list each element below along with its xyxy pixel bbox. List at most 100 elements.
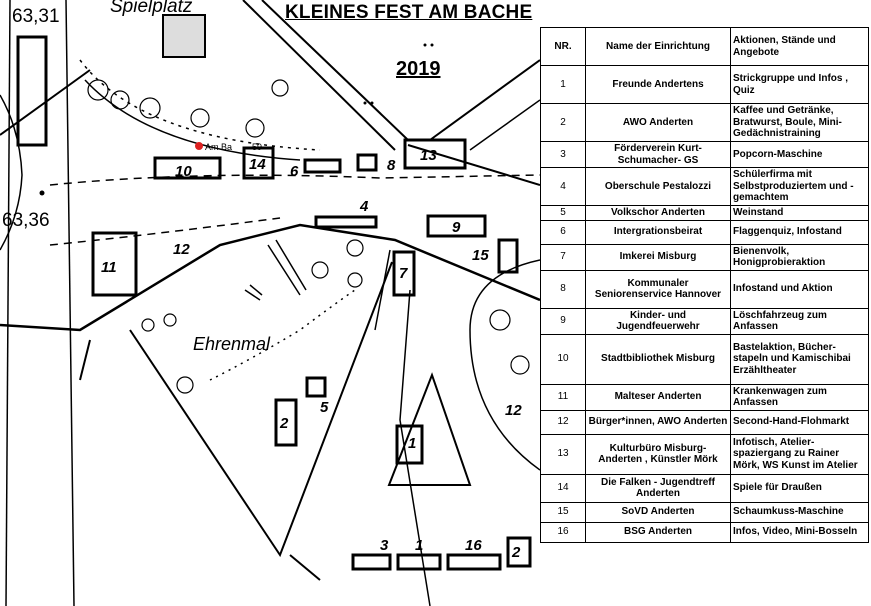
stand-box-5 [305, 376, 327, 398]
row-nr: 7 [540, 243, 586, 271]
playground-sandbox [162, 14, 206, 58]
row-actions: Infotisch, Atelier-spaziergang zu Rainer… [730, 433, 869, 475]
row-nr: 14 [540, 473, 586, 503]
stand-box-16 [446, 553, 502, 571]
row-actions: Popcorn-Maschine [730, 141, 869, 168]
stand-box-7 [392, 250, 416, 297]
page-year: 2019 [396, 58, 441, 80]
stand-number: 9 [452, 219, 461, 236]
stand-box-6 [303, 158, 342, 174]
stand-box-11 [91, 231, 138, 297]
label-spielplatz: Spielplatz [110, 0, 193, 17]
header-nr: NR. [540, 27, 586, 66]
row-name: AWO Anderten [585, 103, 731, 142]
stands-table: NR. Name der Einrichtung Aktionen, Ständ… [540, 27, 869, 543]
stand-number: 2 [511, 544, 521, 561]
stand-number: 1 [415, 537, 423, 554]
spot-height-1: 63,31 [12, 6, 60, 27]
row-name: Kommunaler Seniorenservice Hannover [585, 269, 731, 309]
site-map: 63,31 63,36 Spielplatz Ehrenmal Am Ba 5 9… [0, 0, 540, 606]
pin-label: Am Ba [205, 142, 232, 152]
row-actions: Kaffee und Getränke, Bratwurst, Boule, M… [730, 103, 869, 142]
row-nr: 15 [540, 501, 586, 523]
row-name: Kulturbüro Misburg-Anderten , Künstler M… [585, 433, 731, 475]
stand-number: 8 [387, 157, 396, 174]
stand-number: 16 [465, 537, 482, 554]
stand-box-15 [497, 238, 519, 274]
label-ehrenmal: Ehrenmal [193, 334, 271, 354]
stand-number: 14 [249, 156, 266, 173]
stand-box-13 [403, 138, 467, 170]
stand-number: 11 [101, 259, 117, 276]
header-actions: Aktionen, Stände und Angebote [730, 27, 869, 66]
row-name: Intergrationsbeirat [585, 219, 731, 245]
row-name: Die Falken - Jugendtreff Anderten [585, 473, 731, 503]
row-nr: 8 [540, 269, 586, 309]
row-name: Bürger*innen, AWO Anderten [585, 409, 731, 435]
stand-box-9 [426, 214, 487, 238]
row-nr: 1 [540, 65, 586, 104]
stand-box-2a [274, 398, 298, 447]
stand-number: 13 [420, 147, 437, 164]
row-actions: Krankenwagen zum Anfassen [730, 383, 869, 411]
row-actions: Flaggenquiz, Infostand [730, 219, 869, 245]
stand-number: 2 [279, 415, 289, 432]
row-name: BSG Anderten [585, 521, 731, 543]
monument-triangle [387, 372, 472, 486]
row-nr: 11 [540, 383, 586, 411]
row-actions: Löschfahrzeug zum Anfassen [730, 307, 869, 335]
row-nr: 5 [540, 205, 586, 221]
row-nr: 13 [540, 433, 586, 475]
stand-number: 12 [173, 241, 190, 258]
row-nr: 16 [540, 521, 586, 543]
stand-box-8 [356, 153, 378, 172]
row-name: Förderverein Kurt-Schumacher- GS [585, 141, 731, 168]
row-actions: Bastelaktion, Bücher-stapeln und Kamisch… [730, 333, 869, 385]
stand-number: 1 [408, 435, 416, 452]
row-nr: 4 [540, 167, 586, 206]
stand-number: 6 [290, 163, 299, 180]
row-actions: Weinstand [730, 205, 869, 221]
stand-number: 15 [472, 247, 489, 264]
row-nr: 6 [540, 219, 586, 245]
row-nr: 9 [540, 307, 586, 335]
stand-number: 10 [175, 163, 192, 180]
stand-number: 5 [320, 399, 329, 416]
row-name: Kinder- und Jugendfeuerwehr [585, 307, 731, 335]
row-actions: Second-Hand-Flohmarkt [730, 409, 869, 435]
spot-height-2: 63,36 [2, 210, 50, 231]
stand-box-1b [396, 553, 442, 571]
stand-number: 7 [399, 265, 408, 282]
stand-box-2b [506, 536, 532, 568]
page-title: KLEINES FEST AM BACHE [285, 2, 533, 23]
map-pin-icon[interactable] [195, 142, 203, 150]
stands-table-wrap: NR. Name der Einrichtung Aktionen, Ständ… [540, 27, 871, 543]
row-name: Volkschor Anderten [585, 205, 731, 221]
row-name: Stadtbibliothek Misburg [585, 333, 731, 385]
row-nr: 12 [540, 409, 586, 435]
row-nr: 10 [540, 333, 586, 385]
stand-box-14 [242, 146, 275, 180]
row-nr: 2 [540, 103, 586, 142]
row-name: Malteser Anderten [585, 383, 731, 411]
row-actions: Schaumkuss-Maschine [730, 501, 869, 523]
table-header-row: NR. Name der Einrichtung Aktionen, Ständ… [540, 27, 869, 66]
stand-box-left-top [16, 35, 48, 147]
row-name: Freunde Andertens [585, 65, 731, 104]
row-actions: Infos, Video, Mini-Bosseln [730, 521, 869, 543]
row-actions: Bienenvolk, Honigprobieraktion [730, 243, 869, 271]
header-name: Name der Einrichtung [585, 27, 731, 66]
